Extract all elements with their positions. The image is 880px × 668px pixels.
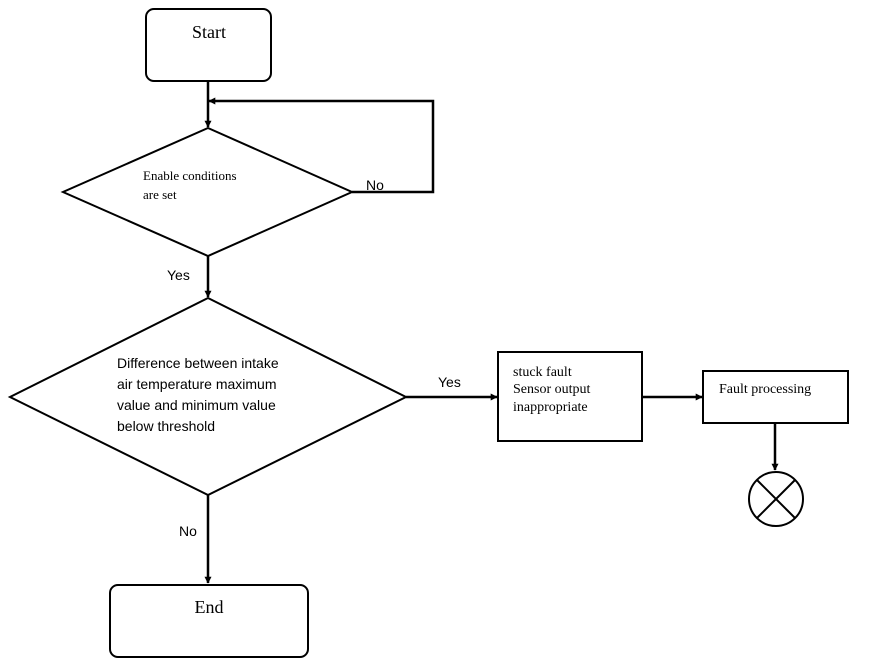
decision1-text-line1: Enable conditions	[143, 168, 237, 183]
circle-x-icon	[748, 471, 804, 527]
decision1-no-label: No	[366, 177, 384, 193]
decision2-text-line2: air temperature maximum	[117, 376, 277, 392]
fault-processing-box: Fault processing	[702, 370, 849, 424]
decision2-text-line1: Difference between intake	[117, 355, 279, 371]
decision-temperature-difference: Difference between intake air temperatur…	[7, 296, 409, 497]
fault-box-line2: Sensor output	[513, 382, 591, 397]
start-label: Start	[192, 22, 226, 42]
decision2-yes-label: Yes	[438, 374, 461, 390]
connector-decision1-no-loop	[208, 97, 435, 194]
end-node: End	[109, 584, 309, 658]
start-node: Start	[145, 8, 272, 82]
decision2-text-line4: below threshold	[117, 418, 215, 434]
decision1-yes-label: Yes	[167, 267, 190, 283]
fault-processing-label: Fault processing	[719, 382, 811, 397]
decision1-text-line2: are set	[143, 187, 177, 202]
fault-box-line1: stuck fault	[513, 365, 572, 380]
end-label: End	[195, 597, 224, 617]
decision2-text-line3: value and minimum value	[117, 397, 276, 413]
fault-box-line3: inappropriate	[513, 400, 588, 415]
decision-enable-conditions: Enable conditions are set	[60, 126, 355, 258]
decision2-no-label: No	[179, 523, 197, 539]
stuck-fault-box: stuck fault Sensor output inappropriate	[497, 351, 643, 442]
